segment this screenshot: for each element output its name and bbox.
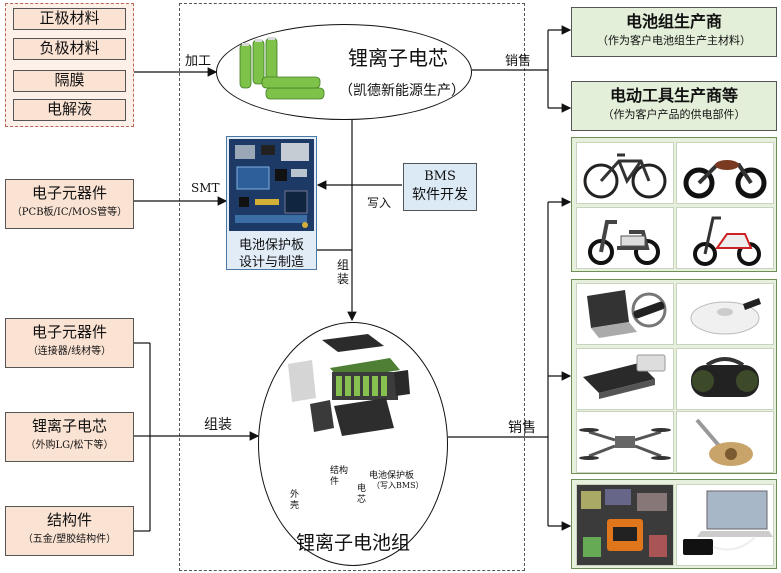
input-electronic-pcb-sub: （PCB板/IC/MOS管等） [11, 207, 128, 218]
company-scope-boundary [179, 3, 525, 571]
pack-title: 锂离子电池组 [295, 532, 410, 554]
product-laptop [576, 283, 674, 345]
material-cathode: 正极材料 [13, 8, 126, 30]
material-anode: 负极材料 [13, 38, 126, 60]
input-purchased-cells: 锂离子电芯 （外购LG/松下等） [5, 412, 134, 462]
pack-label-pcb-line1: 电池保护板 [369, 471, 415, 481]
input-structural-parts: 结构件 （五金/塑胶结构件） [5, 506, 134, 556]
bms-software-box: BMS 软件开发 [403, 163, 477, 211]
laptop-icon [587, 290, 667, 338]
customer-battery-pack-maker-title: 电池组生产商 [625, 12, 722, 31]
product-scooter [676, 207, 774, 269]
customer-tool-maker-title: 电动工具生产商等 [609, 86, 738, 105]
vacuum-icon [695, 418, 753, 466]
speaker-icon [691, 357, 759, 397]
input-electronic-pcb-title: 电子元器件 [31, 184, 107, 202]
product-power-bank [576, 348, 674, 410]
bms-line2: 软件开发 [412, 187, 468, 203]
customer-battery-pack-maker-sub: （作为客户电池组生产主材料） [597, 34, 751, 47]
product-power-station [576, 484, 674, 566]
label-assemble: 组装 [204, 417, 232, 433]
bicycle-icon [583, 153, 667, 199]
label-assemble-vertical: 组装 [337, 258, 350, 286]
material-separator: 隔膜 [13, 70, 126, 92]
input-structural-parts-title: 结构件 [46, 511, 92, 529]
product-motorcycle [676, 142, 774, 204]
product-vacuum [676, 411, 774, 473]
label-smt: SMT [191, 181, 220, 195]
customer-tool-maker-sub: （作为客户产品的供电部件） [602, 108, 746, 121]
product-drone [576, 411, 674, 473]
battery-cells-icon [239, 37, 325, 100]
customer-battery-pack-maker: 电池组生产商 （作为客户电池组生产主材料） [571, 7, 777, 57]
bms-line1: BMS [424, 169, 456, 184]
power-station-icon [577, 485, 673, 565]
cell-subtitle: （凯德新能源生产） [339, 83, 465, 99]
label-write: 写入 [367, 196, 392, 210]
pcb-caption-line1: 电池保护板 [238, 238, 304, 253]
e-scooter-icon [588, 220, 660, 265]
input-electronic-connectors-title: 电子元器件 [31, 323, 107, 341]
input-electronic-connectors-sub: （连接器/线材等） [27, 346, 112, 357]
input-electronic-connectors: 电子元器件 （连接器/线材等） [5, 318, 134, 368]
laptop-charger-icon [683, 490, 773, 555]
pcb-board-icon [229, 139, 314, 231]
power-bank-icon [583, 354, 666, 399]
motorcycle-icon [683, 160, 767, 199]
input-structural-parts-sub: （五金/塑胶结构件） [22, 534, 117, 545]
drone-icon [579, 428, 671, 460]
product-laptop-charger [676, 484, 774, 566]
label-sales-pack: 销售 [508, 420, 536, 436]
input-purchased-cells-title: 锂离子电芯 [31, 417, 107, 435]
scooter-icon [693, 216, 761, 266]
pack-label-pcb-line2: （写入BMS） [372, 481, 424, 490]
pcb-caption-line2: 设计与制造 [238, 255, 304, 270]
product-robot-vacuum [676, 283, 774, 345]
customer-tool-maker: 电动工具生产商等 （作为客户产品的供电部件） [571, 81, 777, 131]
robot-vacuum-icon [690, 298, 761, 335]
pack-label-cell: 电芯 [357, 484, 367, 505]
material-electrolyte: 电解液 [13, 99, 126, 121]
input-electronic-pcb: 电子元器件 （PCB板/IC/MOS管等） [5, 179, 134, 229]
input-purchased-cells-sub: （外购LG/松下等） [25, 440, 114, 451]
label-process: 加工 [185, 54, 212, 69]
label-sales-cell: 销售 [505, 54, 532, 69]
product-bicycle [576, 142, 674, 204]
battery-pack-exploded-icon [288, 334, 410, 436]
pack-label-structure: 结构件 [330, 466, 349, 487]
battery-pack-node [258, 322, 448, 566]
pack-label-shell: 外壳 [290, 490, 300, 511]
cell-title: 锂离子电芯 [348, 46, 448, 70]
product-speaker [676, 348, 774, 410]
product-e-scooter [576, 207, 674, 269]
